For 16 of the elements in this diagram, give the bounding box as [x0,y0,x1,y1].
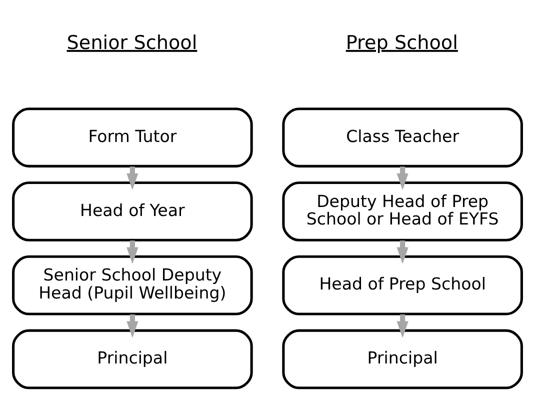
node-box: Senior School Deputy Head (Pupil Wellbeing) [12,254,253,315]
node-box: Head of Prep School [282,254,523,315]
node-box: Form Tutor [12,107,253,167]
arrow [126,314,138,338]
label: Prep School [346,30,458,54]
node-box: Principal [12,328,253,389]
arrow [396,166,408,190]
node-box: Class Teacher [282,107,523,167]
arrow [126,166,138,190]
arrow [126,240,138,264]
arrow [396,314,408,338]
label: Senior School [66,30,198,54]
node-box: Principal [282,328,523,389]
node-box: Deputy Head of Prep School or Head of EYFS [282,180,523,241]
node-box: Head of Year [12,180,253,241]
arrow [396,240,408,264]
